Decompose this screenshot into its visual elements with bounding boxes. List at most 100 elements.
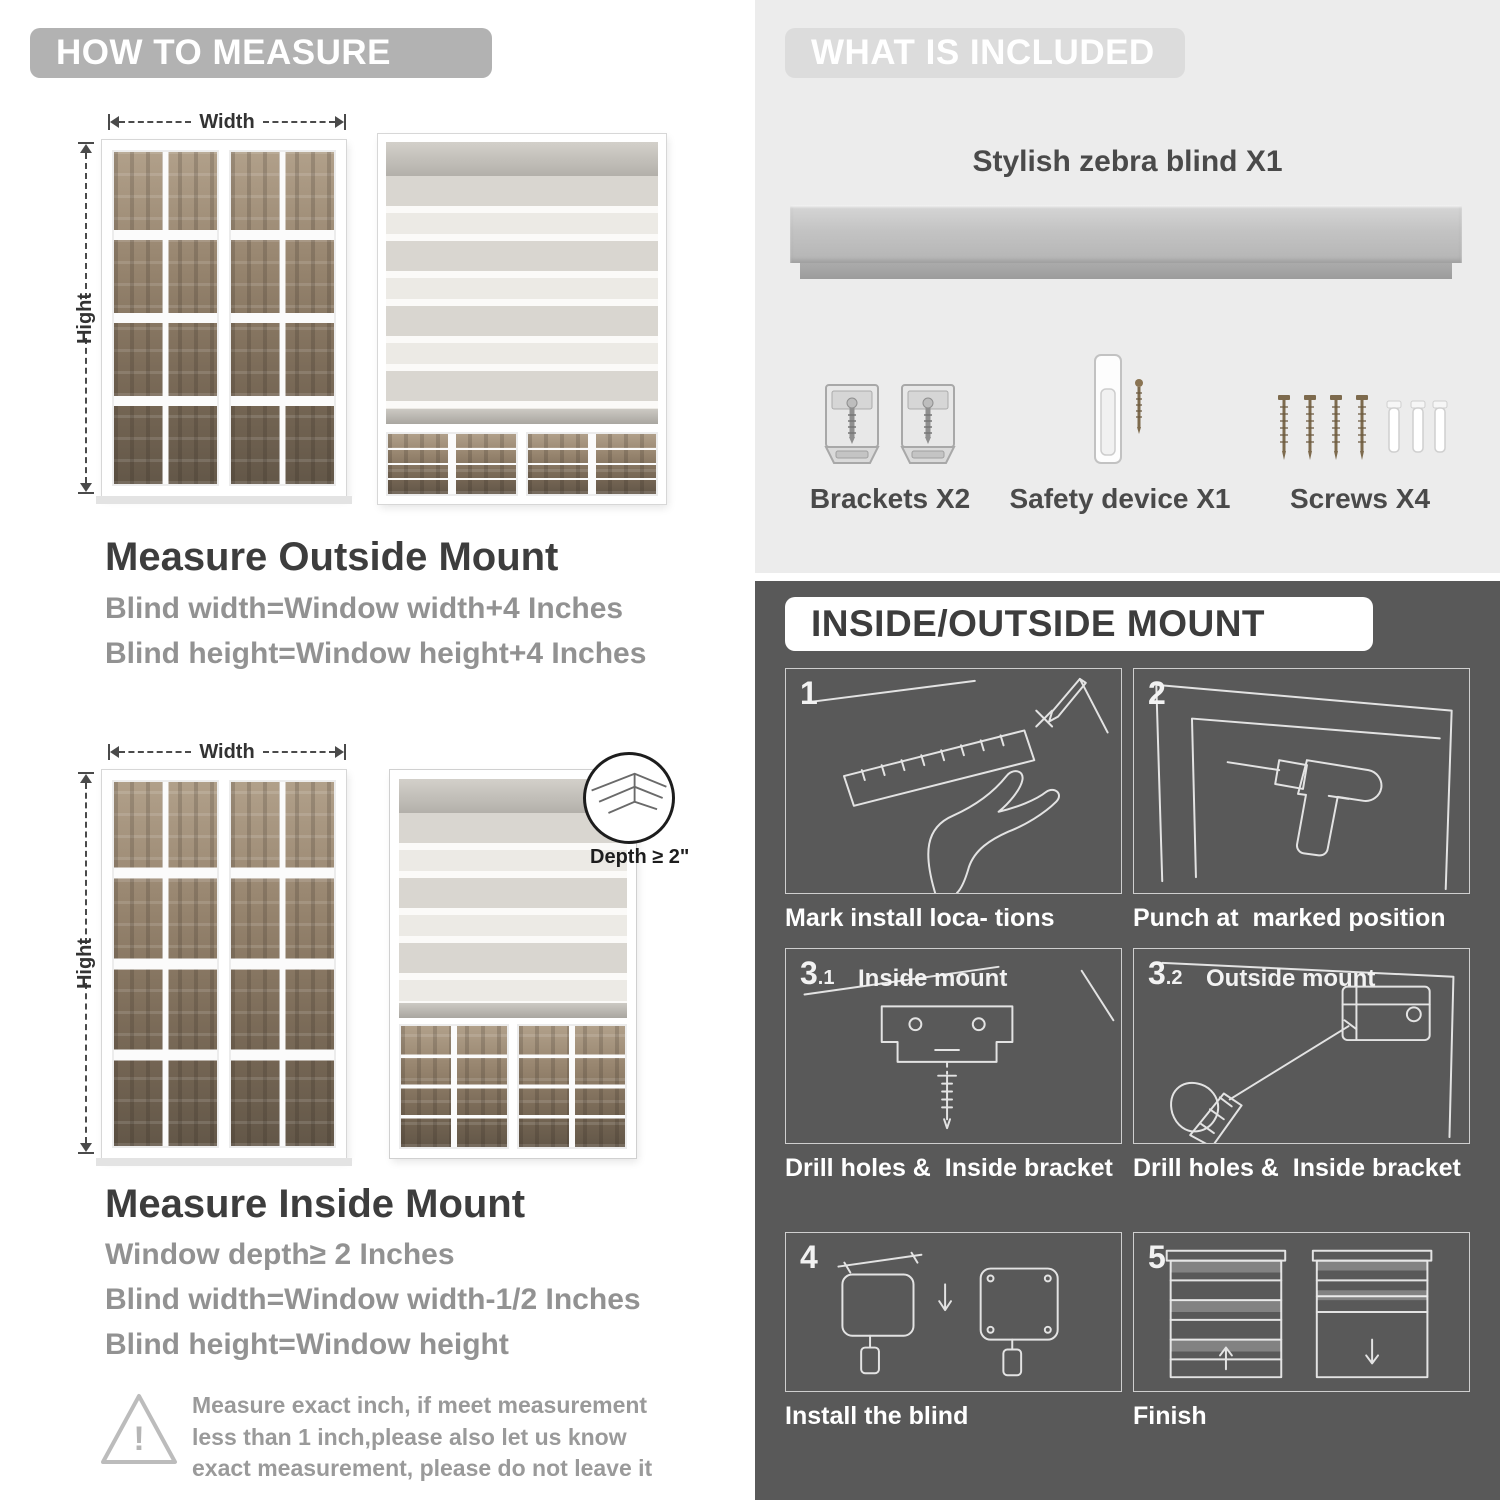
- safety-device-icon: [1094, 354, 1143, 464]
- bracket-icon: [824, 384, 880, 464]
- arrow-left-head: [110, 746, 119, 758]
- arrow-right-head: [335, 116, 345, 128]
- arrow-dash: [262, 751, 336, 753]
- arrow-dash: [119, 121, 192, 123]
- window-casement-photo: [399, 1024, 509, 1149]
- step-3-1-caption: Drill holes & Inside bracket: [785, 1154, 1113, 1182]
- arrow-bottom-head: [80, 483, 92, 492]
- window-casement-photo: [526, 432, 658, 496]
- width-label: Width: [199, 740, 255, 763]
- outside-mount-rule-height: Blind height=Window height+4 Inches: [105, 637, 647, 670]
- arrow-end-tick: [78, 1152, 94, 1154]
- finish-illustration: [1165, 1249, 1433, 1379]
- blind-bottomrail: [386, 409, 658, 424]
- step-2-panel: 2: [1133, 668, 1470, 894]
- arrow-right-head: [335, 746, 345, 758]
- arrow-left-head: [110, 116, 119, 128]
- what-is-included-header: WHAT IS INCLUDED: [785, 28, 1185, 78]
- step-number: 5: [1148, 1239, 1166, 1275]
- install-blind-illustration: [837, 1251, 1059, 1377]
- arrow-end-tick: [344, 114, 347, 130]
- what-is-included-section: [755, 0, 1500, 573]
- zebra-stripes: [399, 813, 627, 1003]
- screws-and-anchors-icon: [1278, 395, 1448, 460]
- included-item-safety-device: Safety device X1: [1009, 345, 1231, 515]
- outside-bracket-illustration: [1161, 961, 1455, 1143]
- step-panel-4: 4 Install the blind: [785, 1232, 1122, 1431]
- arrow-end-tick: [108, 114, 110, 130]
- window-below-blind: [399, 1018, 627, 1149]
- brackets-label: Brackets X2: [809, 483, 971, 514]
- screws-label: Screws X4: [1289, 483, 1431, 514]
- window-casement-photo: [229, 150, 336, 486]
- arrow-end-tick: [78, 772, 94, 774]
- outside-mount-rule-width: Blind width=Window width+4 Inches: [105, 592, 624, 625]
- step-panel-3-1: 3.1 Inside mount Drill holes & Inside br…: [785, 948, 1122, 1183]
- step-4-panel: 4: [785, 1232, 1122, 1392]
- height-arrow: Hight: [75, 142, 97, 494]
- window-below-blind: [386, 424, 658, 496]
- zebra-blind-inside-mount: [390, 770, 636, 1158]
- blind-headrail: [386, 142, 658, 176]
- width-arrow: Width: [108, 740, 347, 763]
- safety-device-label: Safety device X1: [1009, 483, 1231, 514]
- step-4-caption: Install the blind: [785, 1402, 969, 1430]
- arrow-bottom-head: [80, 1143, 92, 1152]
- window-illustration-outside: [96, 140, 352, 504]
- how-to-measure-title: HOW TO MEASURE: [56, 33, 391, 72]
- installation-steps: 1 Mark install loca- tions 2 Punch at: [785, 668, 1470, 1478]
- depth-requirement-label: Depth ≥ 2": [590, 846, 690, 868]
- measure-warning-text: Measure exact inch, if meet measurement …: [192, 1392, 653, 1482]
- headrail-bottom-lip: [800, 263, 1452, 279]
- headrail-front-face: [790, 205, 1462, 263]
- arrow-dash: [85, 337, 87, 483]
- step-number: 4: [800, 1239, 818, 1275]
- step-1-panel: 1: [785, 668, 1122, 894]
- arrow-end-tick: [108, 744, 110, 760]
- arrow-dash: [85, 982, 87, 1143]
- mount-instructions-header: INSIDE/OUTSIDE MOUNT: [785, 597, 1373, 651]
- step-2-caption: Punch at marked position: [1133, 904, 1446, 932]
- included-item-screws: Screws X4: [1250, 345, 1470, 515]
- step-number: 3.1: [800, 955, 835, 991]
- window-casement-photo: [517, 1024, 627, 1149]
- warning-exclamation: !: [133, 1419, 145, 1458]
- inside-mount-rule-width: Blind width=Window width-1/2 Inches: [105, 1283, 641, 1316]
- zebra-blind-quantity-label: Stylish zebra blind X1: [972, 145, 1283, 178]
- step-5-panel: 5: [1133, 1232, 1470, 1392]
- height-arrow: Hight: [75, 772, 97, 1154]
- arrow-end-tick: [344, 744, 347, 760]
- warning-triangle-icon: !: [95, 1388, 183, 1472]
- arrow-top-head: [80, 774, 92, 783]
- step-5-caption: Finish: [1133, 1402, 1207, 1430]
- window-casement-photo: [229, 780, 336, 1148]
- width-arrow: Width: [108, 110, 347, 133]
- outside-mount-label: Outside mount: [1206, 965, 1376, 992]
- how-to-measure-header: HOW TO MEASURE: [30, 28, 492, 78]
- inside-bracket-illustration: [803, 965, 1115, 1130]
- step-number: 2: [1148, 675, 1166, 711]
- depth-callout-circle: [583, 752, 675, 844]
- included-item-brackets: Brackets X2: [790, 345, 990, 515]
- step-3-2-panel: 3.2 Outside mount: [1133, 948, 1470, 1144]
- arrow-dash: [262, 121, 336, 123]
- arrow-end-tick: [78, 492, 94, 494]
- height-label: Hight: [74, 292, 97, 344]
- inside-mount-title: Measure Inside Mount: [105, 1182, 526, 1226]
- mark-locations-illustration: [803, 677, 1109, 893]
- inside-mount-rule-depth: Window depth≥ 2 Inches: [105, 1238, 455, 1271]
- width-label: Width: [199, 110, 255, 133]
- window-corner-detail-icon: [591, 772, 667, 814]
- step-panel-2: 2 Punch at marked position: [1133, 668, 1470, 933]
- inside-mount-label: Inside mount: [858, 965, 1008, 992]
- drill-illustration: [1155, 683, 1453, 891]
- what-is-included-title: WHAT IS INCLUDED: [811, 33, 1155, 72]
- zebra-blind-outside-mount: [378, 134, 666, 504]
- window-casement-photo: [386, 432, 518, 496]
- arrow-dash: [85, 153, 87, 299]
- window-casement-photo: [112, 150, 219, 486]
- height-label: Hight: [74, 937, 97, 989]
- blind-bottomrail: [399, 1003, 627, 1018]
- step-panel-3-2: 3.2 Outside mount Drill holes & Inside b…: [1133, 948, 1470, 1183]
